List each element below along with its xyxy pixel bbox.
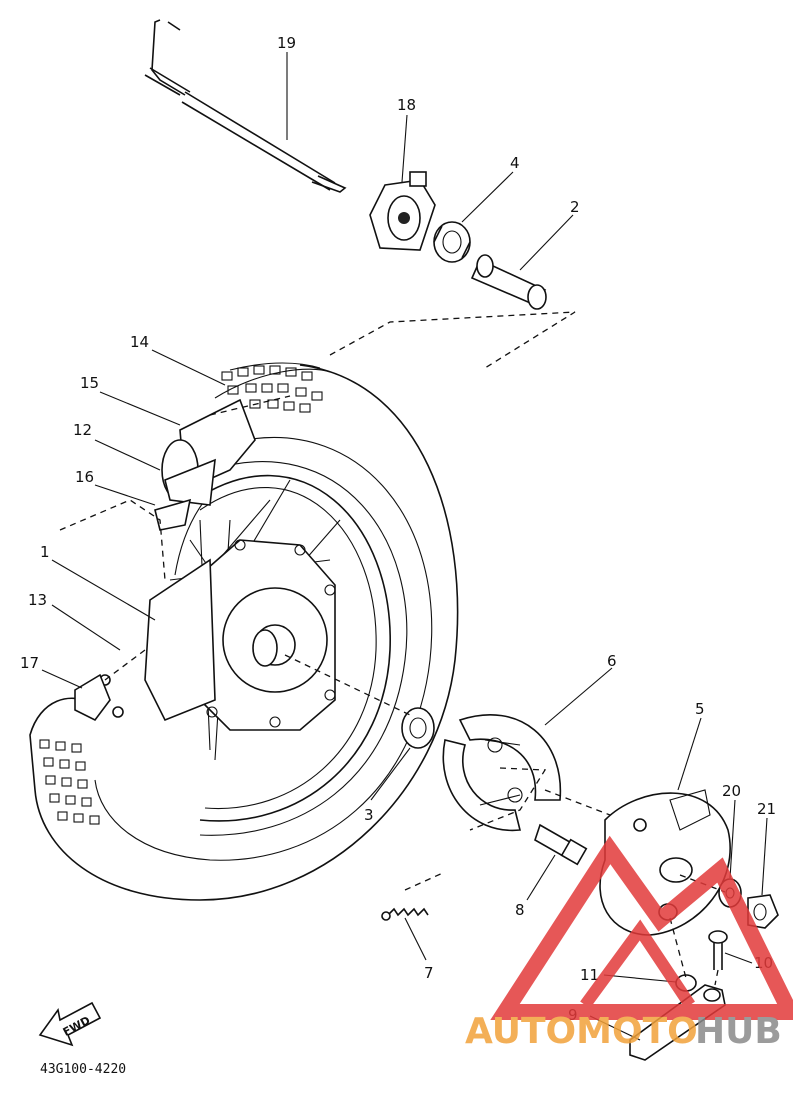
watermark-text-hub: HUB	[695, 1011, 782, 1052]
leader-lines	[41, 52, 768, 1041]
label-18: 18	[397, 96, 416, 114]
wheel-rim	[194, 474, 391, 822]
label-12: 12	[73, 421, 92, 439]
label-15: 15	[80, 374, 99, 392]
bearing-3	[401, 707, 435, 749]
rim-band	[164, 458, 216, 506]
forward-direction-arrow: FWD	[38, 1001, 102, 1047]
hub-flange-left	[144, 558, 216, 722]
label-7: 7	[424, 964, 434, 982]
tire-tread	[39, 365, 323, 825]
label-11: 11	[580, 966, 599, 984]
speedometer-gear-unit	[369, 171, 436, 251]
brake-camshaft	[534, 823, 588, 866]
bolt-10	[708, 930, 728, 970]
watermark-text-automoto: AUTOMOTO	[465, 1011, 698, 1052]
automotohub-watermark-logo: AUTOMOTO HUB	[465, 835, 793, 1052]
label-6: 6	[607, 652, 617, 670]
label-19: 19	[277, 34, 296, 52]
front-axle	[144, 19, 347, 193]
label-3: 3	[364, 806, 374, 824]
valve-cap	[154, 498, 192, 531]
bearing-4	[433, 221, 471, 263]
label-14: 14	[130, 333, 149, 351]
label-4: 4	[510, 154, 520, 172]
collar-17	[74, 673, 124, 722]
hub	[199, 539, 336, 731]
label-8: 8	[515, 901, 525, 919]
label-16: 16	[75, 468, 94, 486]
label-17: 17	[20, 654, 39, 672]
label-2: 2	[570, 198, 580, 216]
label-5: 5	[695, 700, 705, 718]
label-13: 13	[28, 591, 47, 609]
brake-spring	[381, 907, 429, 921]
label-1: 1	[40, 543, 50, 561]
spacer-2	[470, 254, 547, 310]
label-21: 21	[757, 800, 776, 818]
label-20: 20	[722, 782, 741, 800]
drawing-code: 43G100-4220	[40, 1062, 126, 1077]
brake-shoe-set	[442, 714, 562, 832]
tire	[29, 362, 459, 901]
